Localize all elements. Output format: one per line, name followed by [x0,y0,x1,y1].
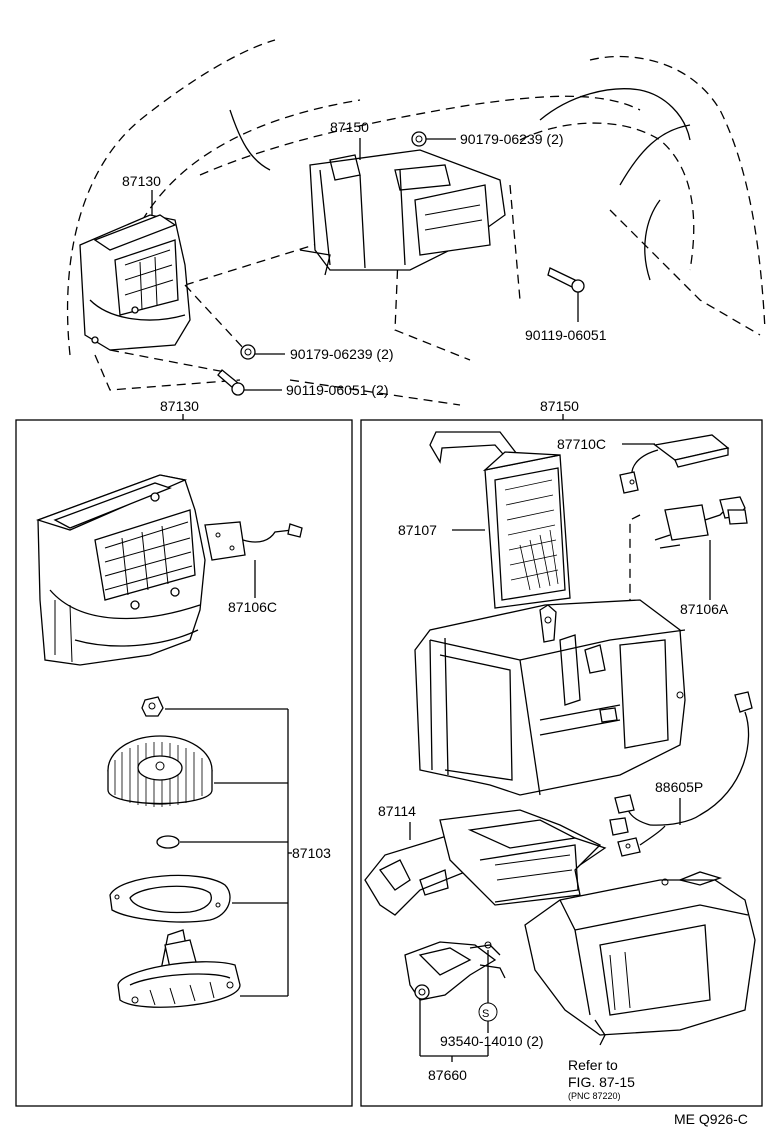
blower-unit-top [79,214,191,351]
panel-right-frame [360,419,763,1107]
label-87107: 87107 [398,522,437,538]
fasteners-top [109,131,585,396]
label-top-87130: 87130 [122,173,161,189]
harness-88605P [609,691,753,857]
sensor-87106A [629,496,748,600]
label-clip-top-right: 90179-06239 (2) [460,131,564,147]
fan-washer [156,835,180,849]
label-refer-pnc: (PNC 87220) [568,1091,621,1101]
evaporator-case-ref [524,871,756,1046]
label-clip-left: 90179-06239 (2) [290,346,394,362]
label-87114: 87114 [378,803,416,819]
label-refer-fig: FIG. 87-15 [568,1074,635,1090]
heater-case [414,599,686,796]
actuator-87660 [404,941,506,1062]
label-refer-to: Refer to [568,1057,618,1073]
label-87106C: 87106C [228,599,277,615]
label-87106A: 87106A [680,601,729,617]
label-bolt-right: 90119-06051 [525,327,607,343]
label-s-symbol: S [482,1008,489,1020]
fan-nut [141,696,164,717]
label-screw: 93540-14010 (2) [440,1033,544,1049]
blower-fan [107,735,213,807]
label-bolt-left: 90119-06051 (2) [286,382,388,398]
gasket-ring [109,874,231,923]
heater-core-87107 [429,431,571,609]
panel-left-frame [15,419,353,1107]
label-87660: 87660 [428,1067,467,1083]
bracket-87103 [165,708,292,997]
label-panel-right-title: 87150 [540,398,579,414]
sensor-87710C [619,434,730,494]
duct-87114 [364,809,607,916]
blower-motor [117,929,241,1008]
label-top-87150: 87150 [330,119,369,135]
label-87103: 87103 [292,845,331,861]
document-code: ME Q926-C [674,1111,748,1127]
heater-unit-top [299,149,506,276]
label-88605P: 88605P [655,779,703,795]
resistor-87106C [204,521,303,598]
blower-case-illustration [35,474,206,666]
label-panel-left-title: 87130 [160,398,199,414]
label-87710C: 87710C [557,436,606,452]
